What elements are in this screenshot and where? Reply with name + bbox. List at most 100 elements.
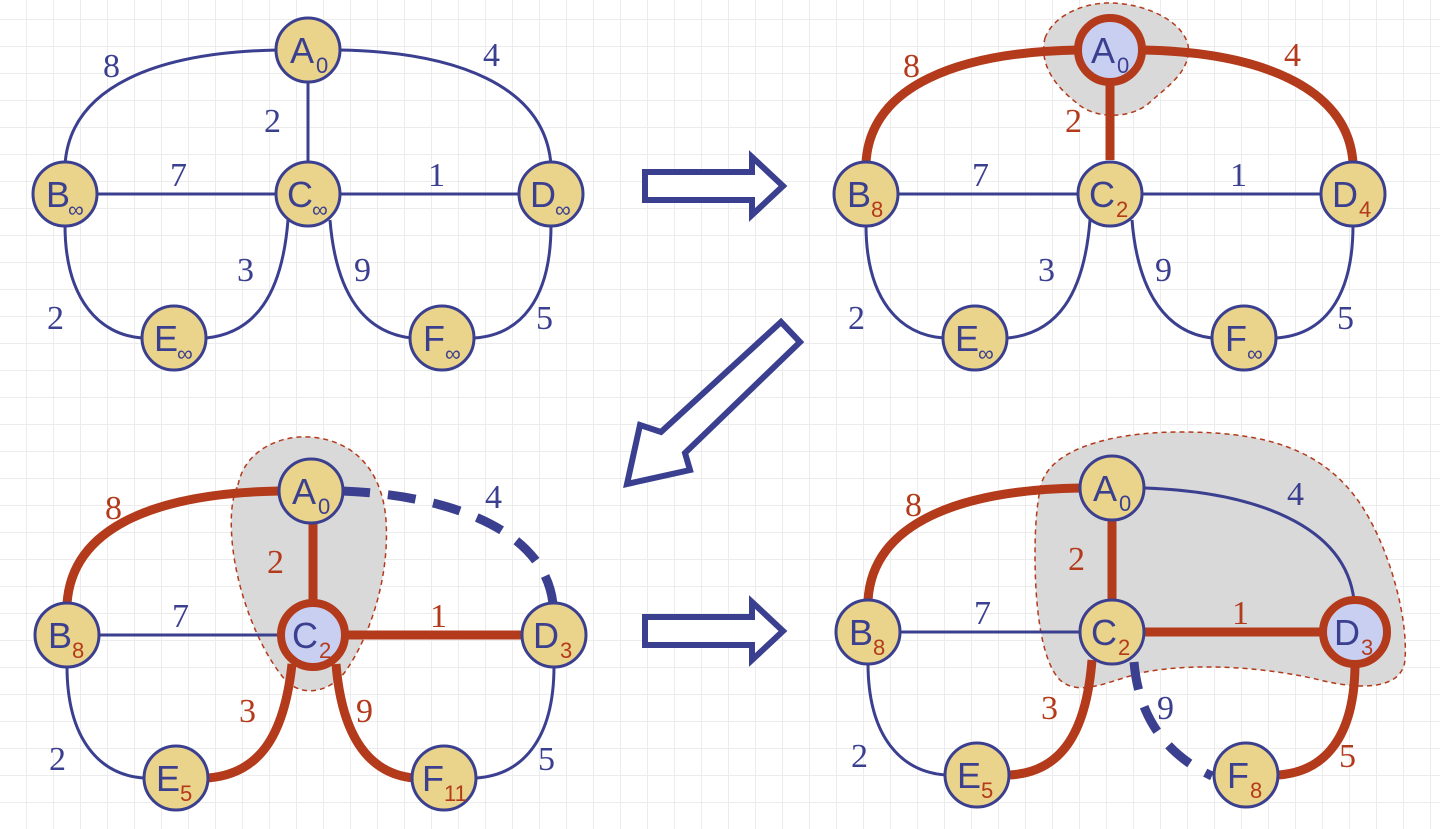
weight-a-c: 2 bbox=[264, 103, 281, 140]
weight-a-d: 4 bbox=[485, 479, 502, 516]
weight-a-b: 8 bbox=[105, 490, 122, 527]
node-c-current: C 2 bbox=[277, 599, 349, 671]
node-b: B 8 bbox=[834, 598, 902, 666]
weight-c-e: 3 bbox=[239, 693, 256, 730]
weight-c-d: 1 bbox=[1230, 157, 1247, 194]
node-c: C 2 bbox=[1076, 160, 1144, 228]
panel-4-tree-edges bbox=[863, 483, 1360, 780]
node-a-distance: 0 bbox=[316, 53, 328, 78]
panel-2-after-a: 8 2 4 7 1 2 3 9 5 A 0 B 8 C 2 bbox=[832, 2, 1387, 372]
node-e: E 5 bbox=[142, 744, 210, 812]
weight-b-c: 7 bbox=[972, 157, 989, 194]
edge-c-e bbox=[207, 663, 297, 783]
weight-d-f: 5 bbox=[1337, 300, 1354, 337]
edge-a-d bbox=[1141, 45, 1358, 164]
panel-1-weights: 8 2 4 7 1 2 3 9 5 bbox=[47, 37, 553, 337]
node-f: F 8 bbox=[1212, 741, 1280, 809]
node-d-current: D 3 bbox=[1319, 596, 1391, 668]
node-c-letter: C bbox=[1089, 174, 1115, 215]
weight-d-f: 5 bbox=[1339, 738, 1356, 775]
panel-2-plain-edges bbox=[864, 192, 1355, 340]
weight-c-d: 1 bbox=[430, 598, 447, 635]
node-d-letter: D bbox=[533, 615, 559, 656]
node-f-letter: F bbox=[423, 318, 445, 359]
node-c-letter: C bbox=[292, 615, 318, 656]
node-f-letter: F bbox=[422, 758, 444, 799]
node-c-distance: ∞ bbox=[312, 197, 328, 222]
edge-b-e bbox=[65, 665, 145, 780]
weight-b-c: 7 bbox=[172, 598, 189, 635]
edge-d-f bbox=[473, 224, 553, 340]
weight-a-d: 4 bbox=[1284, 37, 1301, 74]
node-a: A 0 bbox=[274, 16, 342, 84]
weight-c-f: 9 bbox=[356, 693, 373, 730]
edge-b-e bbox=[63, 224, 143, 340]
node-c-distance: 2 bbox=[319, 638, 331, 663]
node-f-distance: ∞ bbox=[445, 341, 461, 366]
node-f-letter: F bbox=[1225, 318, 1247, 359]
panel-4-plain-edges bbox=[866, 486, 1356, 777]
node-a: A 0 bbox=[277, 457, 345, 525]
node-b-distance: 8 bbox=[72, 638, 84, 663]
weight-a-b: 8 bbox=[103, 48, 120, 85]
node-d-letter: D bbox=[530, 174, 556, 215]
node-b-distance: 8 bbox=[873, 635, 885, 660]
node-f: F ∞ bbox=[1210, 304, 1278, 372]
node-b-letter: B bbox=[849, 612, 873, 653]
down-left-arrow bbox=[623, 317, 805, 488]
node-b-letter: B bbox=[847, 174, 871, 215]
node-d-distance: 3 bbox=[1361, 635, 1373, 660]
weight-c-e: 3 bbox=[237, 252, 254, 289]
node-d: D ∞ bbox=[517, 160, 585, 228]
node-b: B ∞ bbox=[31, 160, 99, 228]
node-e: E 5 bbox=[943, 741, 1011, 809]
panel-3-plain-edges bbox=[65, 633, 556, 780]
node-a-letter: A bbox=[1091, 30, 1115, 71]
panel-1-nodes: A 0 B ∞ C ∞ D ∞ E ∞ bbox=[31, 16, 585, 372]
edge-c-f bbox=[328, 219, 413, 340]
node-e-distance: 5 bbox=[180, 781, 192, 806]
node-d-letter: D bbox=[1332, 174, 1358, 215]
right-arrow-bottom bbox=[642, 595, 788, 667]
node-c-letter: C bbox=[287, 174, 313, 215]
weight-b-c: 7 bbox=[170, 157, 187, 194]
node-f-distance: ∞ bbox=[1247, 341, 1263, 366]
node-a: A 0 bbox=[1078, 454, 1146, 522]
node-f: F 11 bbox=[410, 744, 478, 812]
edge-a-d bbox=[339, 48, 553, 166]
weight-d-f: 5 bbox=[536, 300, 553, 337]
node-d: D 4 bbox=[1319, 160, 1387, 228]
node-e: E ∞ bbox=[941, 304, 1009, 372]
node-e-distance: ∞ bbox=[978, 341, 994, 366]
node-c: C 2 bbox=[1078, 598, 1146, 666]
node-e-letter: E bbox=[955, 318, 979, 359]
panel-4-nodes: A 0 B 8 C 2 D 3 E 5 bbox=[834, 454, 1391, 809]
node-e-letter: E bbox=[156, 758, 180, 799]
weight-c-d: 1 bbox=[1232, 595, 1249, 632]
edge-d-f bbox=[1277, 662, 1360, 780]
edge-c-f-dashed bbox=[1129, 661, 1214, 781]
edge-c-f bbox=[331, 663, 415, 783]
panel-2-nodes: A 0 B 8 C 2 D 4 E ∞ bbox=[832, 14, 1387, 372]
weight-a-c: 2 bbox=[1065, 103, 1082, 140]
node-b: B 8 bbox=[832, 160, 900, 228]
panel-3-weights: 8 2 4 7 1 2 3 9 5 bbox=[49, 479, 555, 778]
node-a-distance: 0 bbox=[1117, 53, 1129, 78]
weight-d-f: 5 bbox=[538, 741, 555, 778]
panel-3-after-c: 8 2 4 7 1 2 3 9 5 A 0 B 8 C 2 bbox=[33, 436, 588, 812]
node-b-letter: B bbox=[46, 174, 70, 215]
edge-d-f bbox=[1275, 224, 1355, 340]
node-f-distance: 8 bbox=[1250, 778, 1262, 803]
node-b-letter: B bbox=[48, 615, 72, 656]
node-f-letter: F bbox=[1227, 755, 1249, 796]
node-d: D 3 bbox=[520, 601, 588, 669]
node-e-letter: E bbox=[154, 318, 178, 359]
node-e-distance: 5 bbox=[981, 778, 993, 803]
node-c-letter: C bbox=[1091, 612, 1117, 653]
weight-c-e: 3 bbox=[1041, 690, 1058, 727]
edge-d-f bbox=[475, 665, 556, 780]
node-d-distance: 4 bbox=[1359, 197, 1371, 222]
weight-b-e: 2 bbox=[851, 738, 868, 775]
weight-b-e: 2 bbox=[848, 300, 865, 337]
weight-a-c: 2 bbox=[1068, 541, 1085, 578]
